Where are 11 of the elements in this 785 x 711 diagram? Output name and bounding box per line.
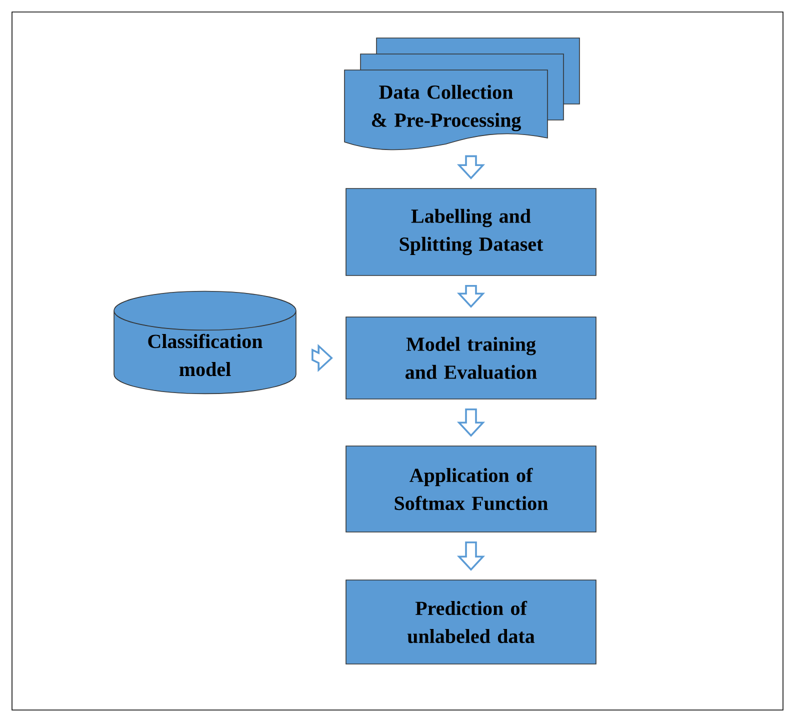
block-arrow bbox=[312, 344, 333, 372]
block-arrow bbox=[456, 155, 486, 180]
block-arrow bbox=[456, 542, 486, 571]
process-box: Application of Softmax Function bbox=[346, 446, 596, 532]
process-box: Model training and Evaluation bbox=[346, 316, 596, 400]
process-box: Prediction of unlabeled data bbox=[346, 580, 596, 664]
process-box: Labelling and Splitting Dataset bbox=[346, 188, 596, 276]
database-cylinder: Classification model bbox=[114, 290, 296, 394]
block-arrow bbox=[456, 285, 486, 308]
block-arrow bbox=[456, 408, 486, 437]
document-stack: Data Collection & Pre-Processing bbox=[344, 38, 580, 150]
